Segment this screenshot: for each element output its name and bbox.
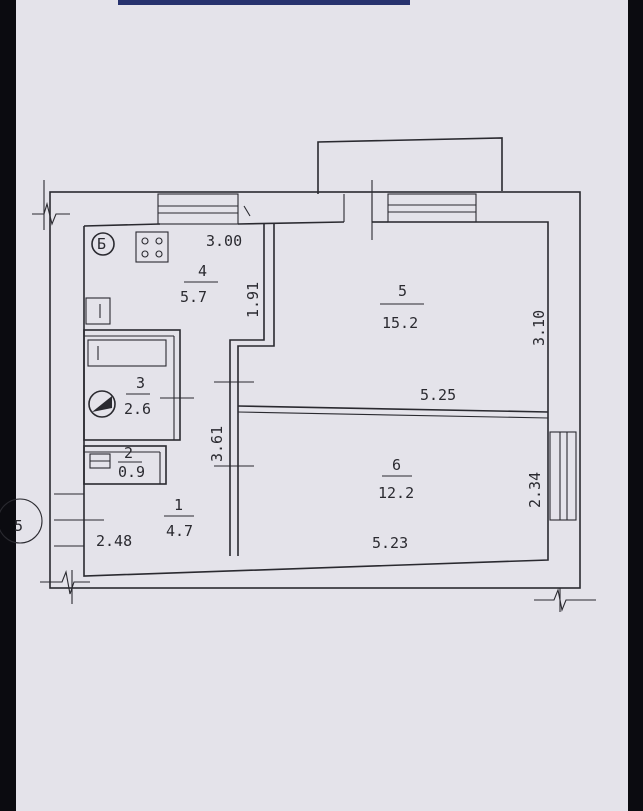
room-2-label: 2 0.9 [118, 444, 145, 481]
room-3-label: 3 2.6 [124, 374, 151, 418]
window-room6 [549, 431, 577, 521]
room-5-number: 5 [398, 282, 407, 300]
dim-kitchen-depth: 1.91 [244, 282, 262, 318]
dimension-ticks [54, 205, 254, 521]
dim-kitchen-width: 3.00 [206, 232, 242, 250]
bathtub-icon [87, 339, 167, 367]
room-2-area: 0.9 [118, 463, 145, 481]
stove-marker [91, 232, 115, 256]
paper-sheet [16, 0, 628, 811]
toilet-icon [89, 453, 111, 469]
window-kitchen [157, 193, 239, 225]
balcony-door [343, 180, 373, 240]
room-1-label: 1 4.7 [164, 496, 194, 540]
room-3-area: 2.6 [124, 400, 151, 418]
room-5-label: 5 15.2 [380, 282, 424, 332]
room-1-area: 4.7 [166, 522, 193, 540]
room-6-label: 6 12.2 [378, 456, 414, 502]
dim-room-width-top: 5.25 [420, 386, 456, 404]
room-4-area: 5.7 [180, 288, 207, 306]
stove-marker-label: Б [97, 235, 106, 253]
room-2-number: 2 [124, 444, 133, 462]
outer-walls [49, 191, 581, 589]
dim-room5-height: 3.10 [530, 310, 548, 346]
room-5-area: 15.2 [382, 314, 418, 332]
room-6-number: 6 [392, 456, 401, 474]
partitions [54, 224, 549, 556]
room-4-number: 4 [198, 262, 207, 280]
dim-room-width-bottom: 5.23 [372, 534, 408, 552]
stove-icon [135, 231, 169, 263]
window-room5 [387, 193, 477, 223]
sink-icon [85, 297, 111, 325]
room-3-number: 3 [136, 374, 145, 392]
balcony [317, 137, 503, 194]
paper-top-edge [118, 0, 410, 5]
room-1-number: 1 [174, 496, 183, 514]
break-marks [32, 180, 596, 612]
corner-mark-label: 5 [14, 517, 23, 535]
corner-circle-mark [0, 498, 43, 544]
room-6-area: 12.2 [378, 484, 414, 502]
dim-room6-height: 2.34 [526, 472, 544, 508]
dim-hall-width: 2.48 [96, 532, 132, 550]
room-4-label: 4 5.7 [180, 262, 218, 306]
dim-hall-height: 3.61 [208, 426, 226, 462]
water-heater-icon [88, 390, 116, 418]
